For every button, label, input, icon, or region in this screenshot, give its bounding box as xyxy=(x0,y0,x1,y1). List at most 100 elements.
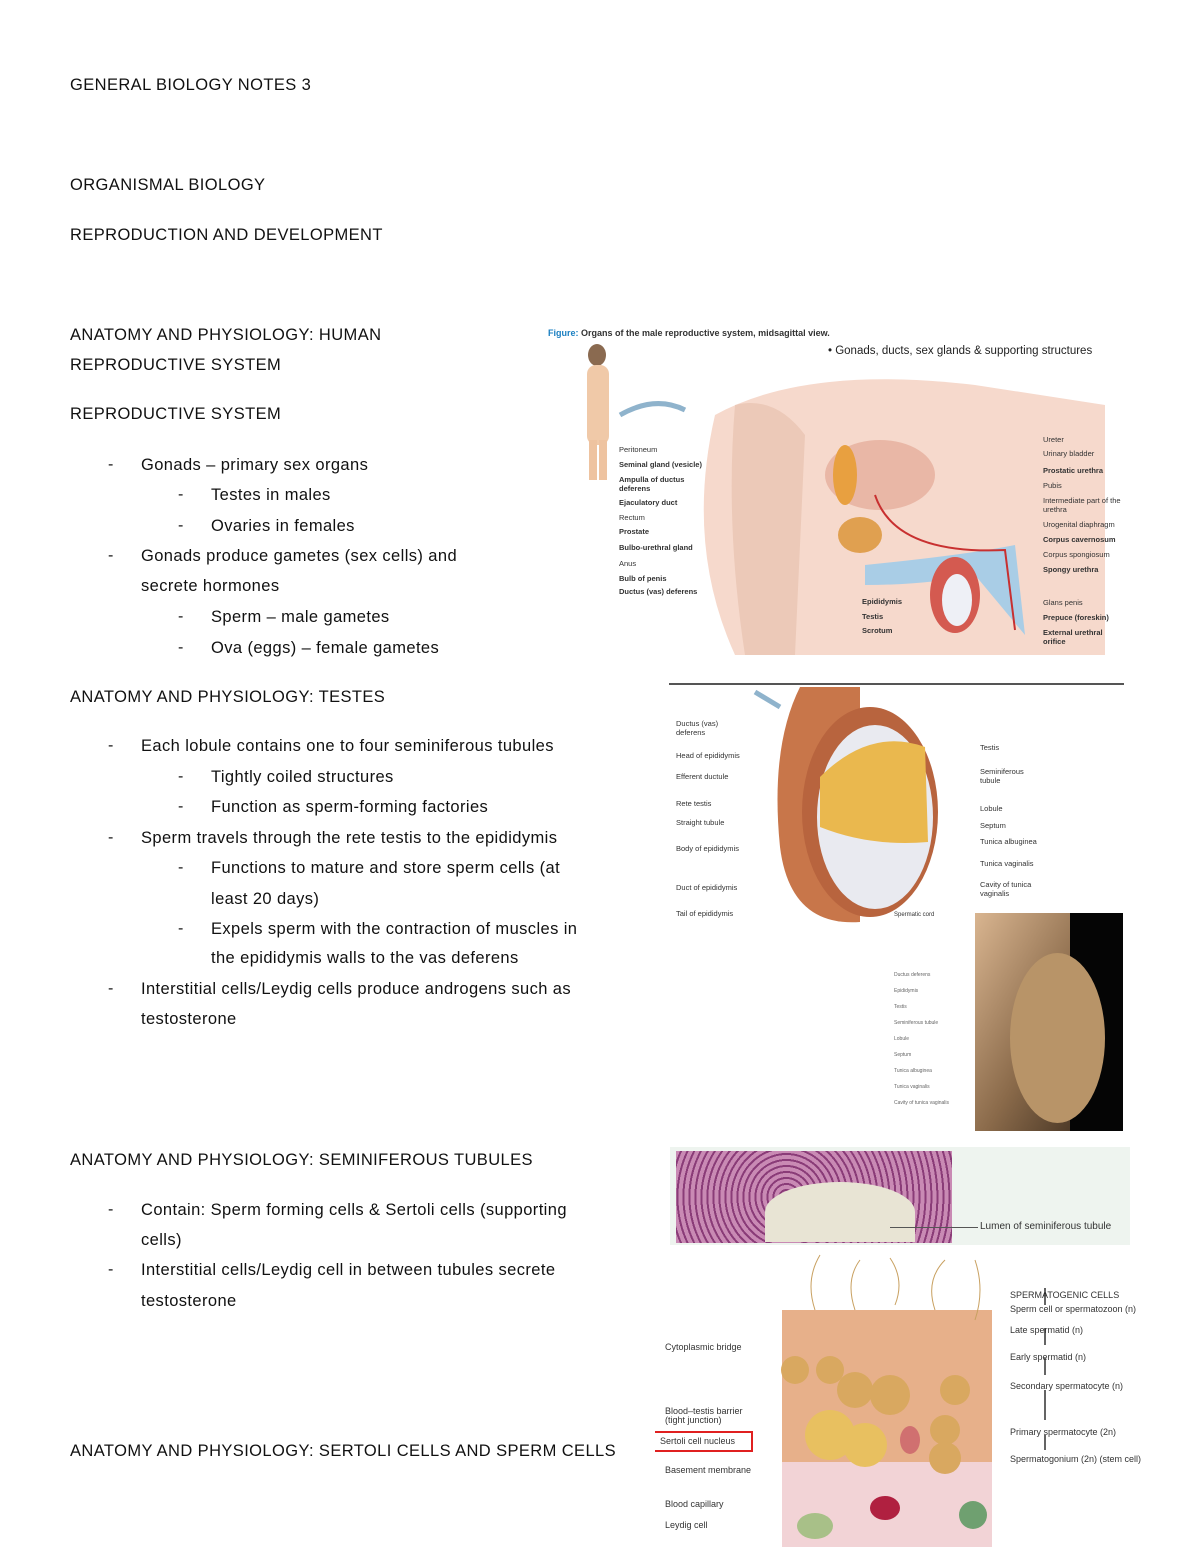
label-spermatogonium: Spermatogonium (2n) (stem cell) xyxy=(1010,1454,1142,1464)
label-sperm-cell: Sperm cell or spermatozoon (n) xyxy=(1010,1304,1137,1314)
bullet-dash: - xyxy=(108,829,114,846)
label-glans-penis: Glans penis xyxy=(1043,598,1083,607)
label-primary-spermatocyte: Primary spermatocyte (2n) xyxy=(1010,1427,1117,1437)
bullet-text: the epididymis walls to the vas deferens xyxy=(211,949,519,967)
bullet-text: Gonads produce gametes (sex cells) and xyxy=(141,547,458,565)
bullet-text: Interstitial cells/Leydig cells produce … xyxy=(141,980,572,998)
label-ductus-deferens: Ductus (vas) deferens xyxy=(676,719,719,737)
label-bulbo-urethral: Bulbo-urethral gland xyxy=(619,543,693,552)
bullet-dash: - xyxy=(178,639,184,656)
bullet-dash: - xyxy=(108,1201,114,1218)
bullet-text: testosterone xyxy=(141,1292,237,1310)
doc-title: GENERAL BIOLOGY NOTES 3 xyxy=(70,76,312,94)
label-testis: Testis xyxy=(862,612,884,621)
label-cavity-tunica: Cavity of tunica vaginalis xyxy=(980,880,1032,898)
figure-bullet: • Gonads, ducts, sex glands & supporting… xyxy=(828,345,1093,357)
label-straight-tubule: Straight tubule xyxy=(676,818,725,827)
label-ureter: Ureter xyxy=(1043,435,1064,444)
bullet-text: Ova (eggs) – female gametes xyxy=(211,639,440,657)
bullet-text: Tightly coiled structures xyxy=(211,768,394,786)
bullet-text: Each lobule contains one to four seminif… xyxy=(141,737,554,755)
bullet-dash: - xyxy=(178,798,184,815)
testis-illustration xyxy=(753,687,938,923)
leader-line xyxy=(890,1227,978,1228)
bullet-text: Gonads – primary sex organs xyxy=(141,456,369,474)
figure-male-reproductive-system: Figure: Organs of the male reproductive … xyxy=(545,325,1135,655)
bullet-dash: - xyxy=(108,456,114,473)
heading-sertoli: ANATOMY AND PHYSIOLOGY: SERTOLI CELLS AN… xyxy=(70,1442,617,1460)
bullet-text: secrete hormones xyxy=(141,577,280,595)
spermatogenic-cells-heading: SPERMATOGENIC CELLS xyxy=(1010,1290,1120,1300)
figure-histology: Lumen of seminiferous tubule xyxy=(670,1147,1130,1245)
spermatogenesis-illustration xyxy=(781,1254,1046,1547)
divider xyxy=(669,683,1124,685)
label-late-spermatid: Late spermatid (n) xyxy=(1010,1325,1084,1335)
photo-label: Septum xyxy=(894,1052,912,1058)
bullet-text: cells) xyxy=(141,1231,182,1249)
photo-label: Tunica albuginea xyxy=(894,1068,932,1074)
label-duct-epididymis: Duct of epididymis xyxy=(676,883,738,892)
photo-label: Tunica vaginalis xyxy=(894,1084,930,1090)
label-ejaculatory-duct: Ejaculatory duct xyxy=(619,498,678,507)
label-early-spermatid: Early spermatid (n) xyxy=(1010,1352,1087,1362)
label-intermediate-urethra: Intermediate part of the urethra xyxy=(1043,496,1121,514)
tubule-lumen xyxy=(765,1182,915,1242)
label-bulb-of-penis: Bulb of penis xyxy=(619,574,667,583)
label-septum: Septum xyxy=(980,821,1006,830)
label-rete-testis: Rete testis xyxy=(676,799,712,808)
label-spongy-urethra: Spongy urethra xyxy=(1043,565,1099,574)
label-prepuce: Prepuce (foreskin) xyxy=(1043,613,1109,622)
bullet-text: Contain: Sperm forming cells & Sertoli c… xyxy=(141,1201,567,1219)
photo-label: Cavity of tunica vaginalis xyxy=(894,1100,950,1106)
photo-label: Ductus deferens xyxy=(894,972,931,978)
label-secondary-spermatocyte: Secondary spermatocyte (n) xyxy=(1010,1381,1124,1391)
testis-photo-organ xyxy=(1010,953,1105,1123)
label-seminal-gland: Seminal gland (vesicle) xyxy=(619,460,702,469)
bullet-dash: - xyxy=(108,737,114,754)
label-urogenital-diaphragm: Urogenital diaphragm xyxy=(1043,520,1115,529)
bullet-text: testosterone xyxy=(141,1010,237,1028)
bullet-text: Functions to mature and store sperm cell… xyxy=(211,859,561,877)
label-efferent-ductule: Efferent ductule xyxy=(676,772,729,781)
section-heading: ORGANISMAL BIOLOGY xyxy=(70,176,266,194)
label-blood-capillary: Blood capillary xyxy=(665,1499,724,1509)
label-corpus-spongiosum: Corpus spongiosum xyxy=(1043,550,1110,559)
bullet-dash: - xyxy=(178,920,184,937)
label-blood-testis-barrier: Blood–testis barrier (tight junction) xyxy=(665,1406,743,1425)
label-sertoli-nucleus-highlighted: Sertoli cell nucleus xyxy=(655,1431,753,1452)
heading-testes: ANATOMY AND PHYSIOLOGY: TESTES xyxy=(70,688,386,706)
bullet-text: Sperm travels through the rete testis to… xyxy=(141,829,558,847)
label-epididymis: Epididymis xyxy=(862,597,903,606)
label-body-epididymis: Body of epididymis xyxy=(676,844,739,853)
figure-testis-section: Ductus (vas) deferens Head of epididymis… xyxy=(670,687,1130,927)
label-scrotum: Scrotum xyxy=(862,626,893,635)
label-rectum: Rectum xyxy=(619,513,645,522)
heading-human-repro-2: REPRODUCTIVE SYSTEM xyxy=(70,356,282,374)
label-corpus-cavernosum: Corpus cavernosum xyxy=(1043,535,1116,544)
label-prostatic-urethra: Prostatic urethra xyxy=(1043,466,1104,475)
photo-label: Epididymis xyxy=(894,988,919,994)
bullet-text: Sperm – male gametes xyxy=(211,608,390,626)
bullet-dash: - xyxy=(178,768,184,785)
bullet-text: Expels sperm with the contraction of mus… xyxy=(211,920,578,938)
label-leydig-cell: Leydig cell xyxy=(665,1520,708,1530)
bullet-text: Testes in males xyxy=(211,486,331,504)
label-tunica-albuginea: Tunica albuginea xyxy=(980,837,1037,846)
bullet-dash: - xyxy=(178,517,184,534)
label-ductus-deferens: Ductus (vas) deferens xyxy=(619,587,698,596)
heading-repro-system: REPRODUCTIVE SYSTEM xyxy=(70,405,282,423)
label-basement-membrane: Basement membrane xyxy=(665,1465,752,1475)
label-pubis: Pubis xyxy=(1043,481,1062,490)
heading-tubules: ANATOMY AND PHYSIOLOGY: SEMINIFEROUS TUB… xyxy=(70,1151,533,1169)
photo-label: Lobule xyxy=(894,1036,910,1042)
figure-spermatogenesis: Cytoplasmic bridge Blood–testis barrier … xyxy=(655,1250,1175,1550)
label-ampulla: Ampulla of ductus deferens xyxy=(619,475,685,493)
label-anus: Anus xyxy=(619,559,637,568)
label-testis: Testis xyxy=(980,743,1000,752)
bullet-dash: - xyxy=(178,486,184,503)
anatomy-illustration xyxy=(587,344,1105,655)
photo-label: Seminiferous tubule xyxy=(894,1020,939,1026)
bullet-text: Interstitial cells/Leydig cell in betwee… xyxy=(141,1261,556,1279)
bullet-dash: - xyxy=(108,547,114,564)
